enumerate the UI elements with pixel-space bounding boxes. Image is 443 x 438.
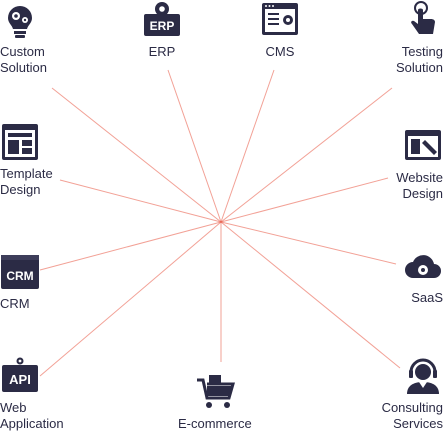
label-custom-solution: Custom Solution (0, 44, 47, 75)
item-website-design[interactable]: Website Design (396, 126, 443, 202)
lightbulb-gears-icon (8, 6, 32, 38)
label-crm: CRM (0, 296, 30, 311)
ray-web-application (39, 221, 222, 377)
ray-saas (220, 221, 397, 265)
website-pen-icon (405, 130, 441, 160)
item-e-commerce[interactable]: E-commerce (178, 372, 252, 432)
ray-erp (167, 69, 222, 223)
api-monitor-icon: API (2, 357, 38, 392)
ray-consulting-services (220, 221, 401, 369)
label-testing-solution: Testing Solution (396, 44, 443, 75)
cms-window-gear-icon (262, 3, 298, 35)
label-saas: SaaS (411, 290, 443, 305)
erp-icon: ERP (144, 2, 180, 36)
item-saas[interactable]: SaaS (403, 246, 443, 306)
hand-touch-icon (411, 1, 435, 34)
api-icon-text: API (9, 372, 31, 387)
item-testing-solution[interactable]: Testing Solution (396, 0, 443, 76)
item-crm[interactable]: CRM CRM (0, 252, 40, 312)
item-cms[interactable]: CMS (258, 0, 302, 60)
ray-custom-solution (51, 87, 222, 223)
label-website-design: Website Design (396, 170, 443, 201)
item-consulting-services[interactable]: Consulting Services (382, 356, 443, 432)
shopping-cart-icon (196, 375, 235, 408)
cloud-gear-icon (405, 255, 441, 278)
crm-icon-text: CRM (6, 269, 33, 283)
ray-website-design (220, 177, 389, 223)
item-custom-solution[interactable]: Custom Solution (0, 0, 47, 76)
crm-icon: CRM (1, 255, 39, 289)
template-layout-icon (2, 124, 38, 160)
item-template-design[interactable]: Template Design (0, 122, 53, 198)
ray-testing-solution (220, 87, 393, 223)
label-web-application: Web Application (0, 400, 64, 431)
ray-crm (39, 221, 222, 271)
label-consulting-services: Consulting Services (381, 400, 443, 431)
item-erp[interactable]: ERP ERP (140, 0, 184, 60)
item-web-application[interactable]: API Web Application (0, 356, 64, 432)
label-cms: CMS (265, 44, 295, 59)
label-e-commerce: E-commerce (178, 416, 252, 431)
erp-icon-text: ERP (150, 19, 175, 33)
ray-template-design (59, 179, 222, 223)
label-template-design: Template Design (0, 166, 53, 197)
support-agent-icon (407, 358, 439, 394)
label-erp: ERP (148, 44, 176, 59)
ray-cms (220, 69, 275, 223)
